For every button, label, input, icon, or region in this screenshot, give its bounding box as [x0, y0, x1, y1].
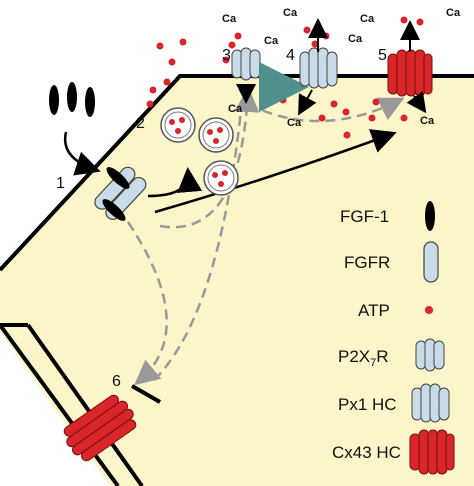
legend-label-cx43: Cx43 HC	[332, 443, 401, 462]
step-number-3: 3	[222, 47, 231, 64]
legend-label-p2x7r-suffix: R	[376, 347, 388, 366]
fgf1-ligand-icon	[85, 87, 95, 117]
atp-dot-icon	[342, 108, 350, 116]
atp-dot-icon	[400, 16, 408, 24]
atp-dot-icon	[149, 86, 157, 94]
ca-label: Ca	[360, 13, 375, 25]
legend-label-p2x7r-base: P2X	[338, 347, 370, 366]
ca-label: Ca	[348, 33, 363, 45]
ca-label: Ca	[222, 13, 237, 25]
atp-dot-icon	[372, 98, 380, 106]
legend-label-atp: ATP	[358, 301, 390, 320]
step-number-5: 5	[378, 47, 387, 64]
atp-dot-icon	[330, 100, 338, 108]
ca-label: Ca	[287, 117, 302, 129]
atp-dot-icon	[279, 96, 287, 104]
atp-dot-icon	[163, 78, 171, 86]
fgf1-ligand-icon	[425, 201, 435, 231]
px1-hemichannel-icon	[299, 47, 338, 89]
cx43-ca-in-arrow	[406, 91, 427, 114]
dashed-arrow-p2x7-to-step6	[149, 99, 244, 385]
legend: FGF-1 FGFR ATP P2X7R Px1 HC Cx43 HC	[332, 201, 455, 475]
atp-dot-icon	[156, 42, 164, 50]
neighbor-membrane-outer	[0, 323, 120, 486]
cx43-hemichannel-icon	[387, 49, 433, 97]
px1-hemichannel-icon	[411, 383, 450, 423]
ca-label: Ca	[264, 35, 279, 47]
atp-dot-icon	[322, 32, 330, 40]
neighbor-membrane-inner	[26, 323, 144, 486]
cx43-gap-junction-icon	[63, 394, 137, 462]
vesicle-release-arrow	[147, 167, 203, 198]
legend-label-px1: Px1 HC	[338, 395, 397, 414]
atp-dot-icon	[303, 26, 311, 34]
atp-dot-icon	[146, 100, 154, 108]
px1-ca-in-arrow	[298, 89, 317, 116]
atp-dot-icon	[318, 114, 326, 122]
atp-dot-icon	[368, 114, 376, 122]
step-number-2: 2	[136, 115, 145, 132]
legend-label-fgfr: FGFR	[344, 253, 390, 272]
atp-dot-icon	[222, 56, 230, 64]
fgf1-ligand-group	[49, 82, 95, 117]
inhibition-bar	[131, 384, 161, 404]
cx43-activation-arrow	[154, 129, 397, 214]
fgfr-receptor-icon	[423, 241, 439, 283]
p2x7r-channel-icon	[231, 47, 261, 81]
legend-label-fgf1: FGF-1	[340, 207, 389, 226]
step-number-6: 6	[112, 373, 121, 390]
cell-membrane	[0, 74, 474, 272]
dashed-arrow-to-step6	[126, 221, 168, 386]
ca-label: Ca	[420, 115, 435, 127]
vesicle-icon	[203, 160, 239, 196]
atp-dot-icon	[168, 58, 176, 66]
ca-label: Ca	[228, 103, 243, 115]
binding-arrow	[63, 131, 101, 176]
atp-dot-icon	[343, 131, 351, 139]
p2x7r-channel-icon	[415, 338, 445, 372]
step-number-4: 4	[286, 47, 295, 64]
legend-label-p2x7r: P2X7R	[338, 347, 389, 369]
ca-label: Ca	[446, 7, 461, 19]
dashed-arrow-to-p2x7	[159, 87, 260, 229]
atp-dot-icon	[416, 18, 424, 26]
atp-dot-icon	[400, 114, 408, 122]
legend-label-p2x7r-sub: 7	[370, 357, 376, 369]
cx43-hemichannel-icon	[409, 429, 455, 475]
vesicle-icon	[160, 107, 196, 143]
step-number-1: 1	[56, 175, 65, 192]
atp-dot-icon	[179, 38, 187, 46]
atp-dot-icon	[311, 40, 319, 48]
bound-fgf1-icon	[106, 167, 130, 189]
fgf1-ligand-icon	[49, 85, 59, 115]
bound-fgf1-icon	[102, 199, 126, 221]
atp-dot-icon	[234, 32, 242, 40]
vesicle-icon	[198, 117, 234, 153]
atp-dot-icon	[228, 41, 236, 49]
fgf1-ligand-icon	[67, 82, 77, 112]
ca-label: Ca	[283, 7, 298, 19]
atp-dot-icon	[425, 306, 433, 314]
